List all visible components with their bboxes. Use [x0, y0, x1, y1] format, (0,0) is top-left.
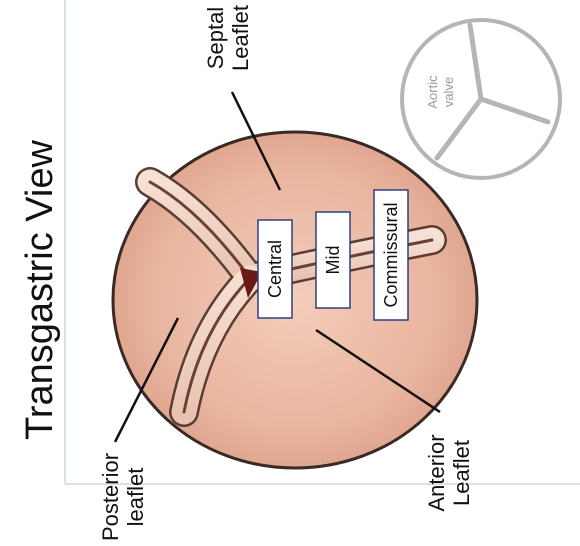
zone-label-mid: Mid [323, 245, 343, 274]
aortic-valve: Aortic valve [402, 20, 560, 178]
posterior-label-line2: leaflet [123, 468, 148, 527]
zone-central: Central [258, 220, 292, 318]
aortic-label-line2: valve [441, 77, 456, 107]
aortic-cusp-line [481, 99, 548, 122]
septal-label-line2: Leaflet [228, 5, 253, 71]
anterior-label-line1: Anterior [424, 434, 449, 511]
septal-label-line1: Septal [203, 7, 228, 69]
zone-label-central: Central [265, 240, 285, 298]
view-title: Transgastric View [19, 140, 61, 440]
anterior-label-line2: Leaflet [449, 440, 474, 506]
zone-label-commissural: Commissural [381, 202, 401, 307]
aortic-cusp-line [470, 25, 481, 99]
zone-mid: Mid [316, 212, 350, 308]
aortic-label-line1: Aortic [425, 75, 440, 109]
zone-commissural: Commissural [374, 190, 408, 320]
posterior-label-line1: Posterior [98, 453, 123, 541]
